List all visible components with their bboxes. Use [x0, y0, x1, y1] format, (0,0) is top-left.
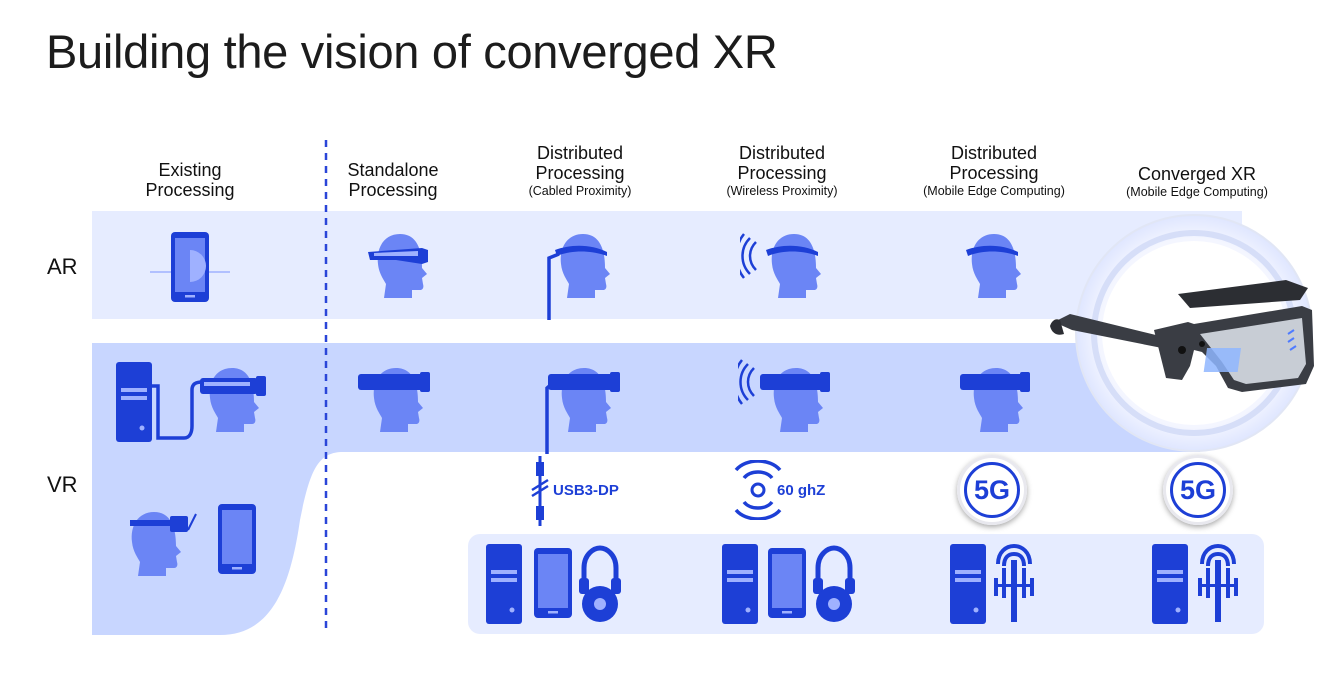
col-line2: Processing	[737, 163, 827, 183]
60ghz-label: 60 ghZ	[777, 482, 826, 499]
ar-cabled-head-icon	[547, 234, 610, 320]
col-line2: Processing	[949, 163, 1039, 183]
pc-tower-icon	[116, 362, 266, 442]
ar-mec-head-icon	[966, 234, 1021, 298]
col-sub: (Mobile Edge Computing)	[923, 184, 1065, 198]
column-header-existing: Existing Processing	[120, 160, 260, 200]
phone-icon	[150, 232, 230, 302]
5g-label: 5G	[973, 474, 1011, 505]
converged-edge-tower-icon	[1152, 544, 1240, 624]
col-sub: (Cabled Proximity)	[528, 184, 632, 198]
vr-mec-head-icon	[960, 368, 1030, 432]
phone-vr-icon	[130, 504, 256, 576]
column-header-cabled: Distributed Processing (Cabled Proximity…	[505, 143, 655, 199]
column-header-wireless: Distributed Processing (Wireless Proximi…	[707, 143, 857, 199]
vr-band	[92, 343, 1200, 635]
col-line2: Processing	[145, 180, 235, 200]
5g-icon: 5G	[957, 455, 1027, 525]
5g-converged-icon: 5G	[1163, 455, 1233, 525]
col-line1: Existing	[158, 160, 222, 180]
ar-band	[92, 211, 1242, 319]
cable-icon	[531, 456, 549, 526]
col-line2: Processing	[535, 163, 625, 183]
row-label-ar: AR	[47, 254, 78, 279]
vr-headset-head-icon	[358, 368, 430, 432]
col-line1: Distributed	[950, 143, 1038, 163]
compute-band	[468, 534, 1264, 634]
page-title: Building the vision of converged XR	[46, 25, 778, 78]
col-line1: Distributed	[536, 143, 624, 163]
smart-glasses-icon	[1050, 280, 1314, 392]
col-line1: Converged XR	[1137, 164, 1257, 184]
ar-wireless-head-icon	[740, 233, 821, 298]
col-line1: Distributed	[738, 143, 826, 163]
column-header-standalone: Standalone Processing	[323, 160, 463, 200]
usb3-dp-label: USB3-DP	[553, 482, 619, 499]
row-label-vr: VR	[47, 472, 78, 497]
column-header-converged: Converged XR (Mobile Edge Computing)	[1107, 164, 1287, 200]
cabled-compute-icons	[486, 544, 622, 626]
wireless-icon	[734, 460, 782, 520]
wireless-compute-icons	[722, 544, 858, 626]
col-line1: Standalone	[347, 160, 439, 180]
ar-headset-head-icon	[368, 234, 428, 298]
column-header-mec: Distributed Processing (Mobile Edge Comp…	[904, 143, 1084, 199]
edge-tower-icon	[950, 544, 1036, 624]
col-sub: (Wireless Proximity)	[726, 184, 838, 198]
col-line2: Processing	[348, 180, 438, 200]
5g-converged-label: 5G	[1179, 474, 1217, 505]
vr-cabled-head-icon	[545, 368, 620, 454]
vr-wireless-head-icon	[738, 359, 830, 432]
col-sub: (Mobile Edge Computing)	[1126, 185, 1268, 199]
